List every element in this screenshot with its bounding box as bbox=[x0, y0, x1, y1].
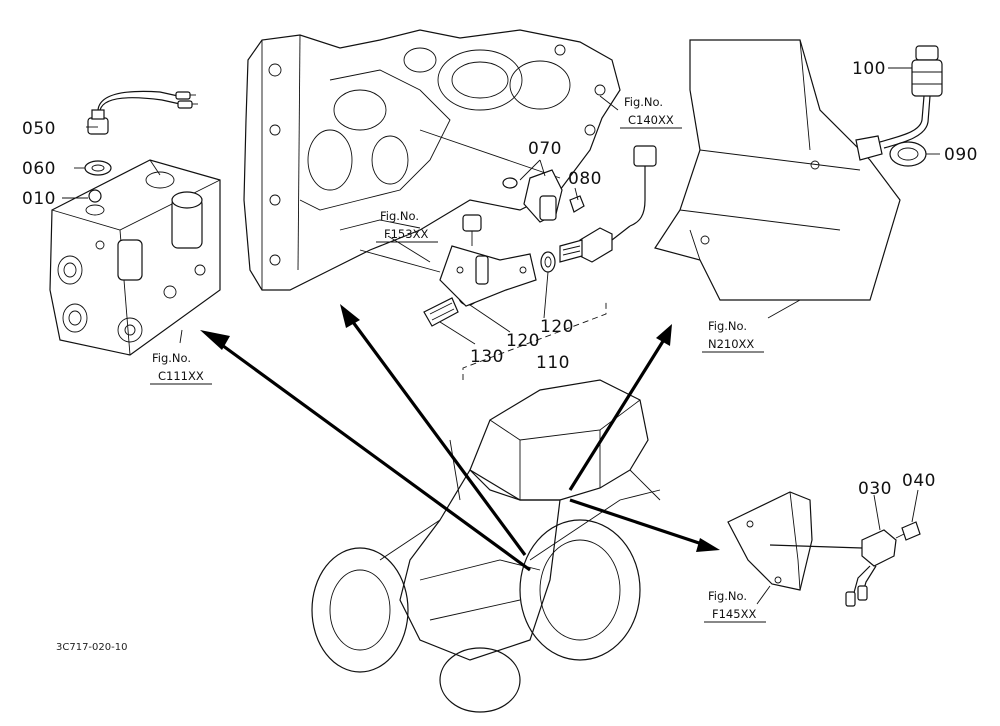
label-090: 090 bbox=[944, 145, 978, 165]
fig-ref-f153: Fig.No. F153XX bbox=[376, 209, 438, 243]
label-120a: 120 bbox=[540, 317, 574, 337]
fig-ref-c111: Fig.No. C111XX bbox=[150, 351, 212, 385]
fig-ref-f145-code: F145XX bbox=[712, 607, 756, 621]
leader-lines bbox=[62, 67, 940, 605]
label-080: 080 bbox=[568, 169, 602, 189]
sensor-130-drawing bbox=[423, 297, 459, 327]
label-120b: 120 bbox=[506, 331, 540, 351]
fig-ref-f145: Fig.No. F145XX bbox=[704, 589, 766, 623]
engine-block-drawing bbox=[243, 29, 621, 291]
label-110: 110 bbox=[536, 353, 570, 373]
sensor-070-drawing bbox=[502, 169, 585, 223]
label-060: 060 bbox=[22, 159, 56, 179]
part-labels: 050 060 010 070 080 100 090 120 120 130 … bbox=[22, 59, 978, 499]
fig-ref-c140-code: C140XX bbox=[628, 113, 674, 127]
label-010: 010 bbox=[22, 189, 56, 209]
sensor-110-drawing bbox=[559, 145, 657, 263]
label-040: 040 bbox=[902, 471, 936, 491]
fig-ref-f153-code: F153XX bbox=[384, 227, 428, 241]
sensor-050-drawing bbox=[87, 90, 198, 135]
bracket-f153-drawing bbox=[439, 214, 537, 307]
label-070: 070 bbox=[528, 139, 562, 159]
label-130: 130 bbox=[470, 347, 504, 367]
fig-ref-f145-title: Fig.No. bbox=[708, 589, 747, 603]
fig-ref-c111-title: Fig.No. bbox=[152, 351, 191, 365]
leader-arrows bbox=[200, 304, 720, 572]
fig-ref-n210-code: N210XX bbox=[708, 337, 754, 351]
label-030: 030 bbox=[858, 479, 892, 499]
grommet-090-drawing bbox=[889, 141, 927, 167]
fig-ref-n210: Fig.No. N210XX bbox=[702, 319, 764, 353]
screw-040-drawing bbox=[895, 521, 921, 541]
valve-block-drawing bbox=[49, 159, 221, 356]
label-050: 050 bbox=[22, 119, 56, 139]
switch-030-drawing bbox=[769, 529, 897, 607]
fig-ref-n210-title: Fig.No. bbox=[708, 319, 747, 333]
document-id: 3C717-020-10 bbox=[56, 642, 127, 653]
washer-060-drawing bbox=[84, 160, 112, 176]
fig-ref-f153-title: Fig.No. bbox=[380, 209, 419, 223]
label-100: 100 bbox=[852, 59, 886, 79]
fig-ref-c111-code: C111XX bbox=[158, 369, 204, 383]
fig-ref-c140-title: Fig.No. bbox=[624, 95, 663, 109]
bracket-f145-drawing bbox=[727, 491, 813, 591]
ball-010-drawing bbox=[85, 189, 105, 216]
fig-ref-c140: Fig.No. C140XX bbox=[620, 95, 682, 129]
switch-100-drawing bbox=[855, 45, 943, 161]
cab-panel-drawing bbox=[654, 39, 901, 301]
